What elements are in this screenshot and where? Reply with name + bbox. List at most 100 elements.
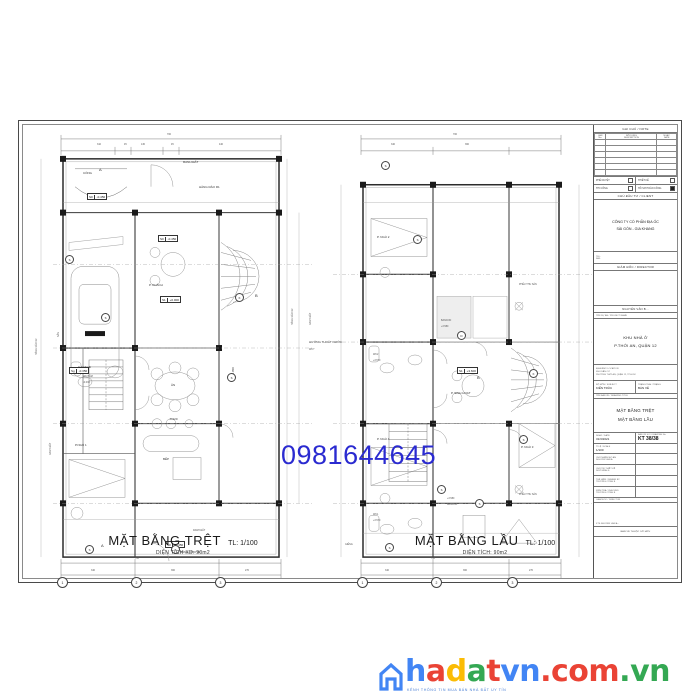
plan-title-ground-label: MẶT BẰNG TRỆT bbox=[108, 533, 222, 548]
detail-bubble-k-upper: K bbox=[529, 369, 538, 378]
detail-bubble: S bbox=[475, 499, 484, 508]
client-header: CHỦ ĐẦU TƯ / CLIENT bbox=[594, 193, 677, 200]
stage-block: TRẠNG THÁI / TRẠNG BẢN VẼ bbox=[636, 381, 677, 393]
watermark-phone: 0981644645 bbox=[281, 440, 437, 470]
designer-block: CHỦ TRÌ THIẾT KẾ NGÔ MINH Đ bbox=[594, 465, 636, 475]
dim-bottom-overall: 700 bbox=[431, 557, 435, 560]
level-marker-upper: S1 +3.600 bbox=[457, 367, 478, 374]
section-mark-b: B bbox=[255, 293, 258, 298]
label-phong-khach: P. KHÁCH bbox=[149, 283, 163, 287]
grid-bubble-3: 3 bbox=[215, 577, 226, 588]
plan-area-ground: DIỆN TÍCH XD: 90m2 bbox=[156, 550, 210, 556]
scale-value: 1/100 bbox=[596, 447, 604, 452]
logo-letters-vn: vn bbox=[500, 654, 541, 689]
level-marker-sideyard: -0.020 bbox=[169, 417, 178, 421]
signature-caption: NGUYỄN VĂN B... bbox=[594, 306, 677, 313]
scale-blank bbox=[636, 444, 677, 453]
checkbox-label: HỒ SƠ HOÀN CÔNG bbox=[638, 187, 662, 190]
ground-floor-drawing bbox=[40, 134, 313, 578]
scale-header: TỈ LỆ / SCALE bbox=[596, 445, 611, 448]
level-tag: S0 bbox=[167, 542, 174, 547]
level-marker-gate: S0 -0.450 bbox=[87, 193, 108, 200]
label-hang-rao-r1: HÀNG RÀO R1 bbox=[199, 185, 220, 189]
plan-ground-floor: 310 45 130 45 440 700 CỔNG RANH ĐẤT HÀNG… bbox=[23, 125, 323, 578]
level-value: -0.450 bbox=[167, 236, 177, 241]
checkbox-box[interactable] bbox=[628, 186, 633, 191]
plan-title-upper-label: MẶT BẰNG LẦU bbox=[414, 533, 519, 548]
checked-sign bbox=[636, 487, 677, 497]
level-value: -0.350 bbox=[78, 368, 88, 373]
checkbox-box[interactable] bbox=[670, 186, 675, 191]
label-wc2: WC2 bbox=[373, 353, 379, 356]
level-value: +3.600 bbox=[466, 368, 476, 373]
level-tag: S0 bbox=[160, 236, 167, 241]
location-block: ĐỊA ĐIỂM / LOCATION KHU DÂN CƯ PHƯỜNG TH… bbox=[594, 365, 677, 381]
checkbox-box[interactable] bbox=[670, 178, 675, 183]
level-tag: S0 bbox=[89, 194, 96, 199]
logo-wordmark: hadatvn.com.vn KÊNH THÔNG TIN MUA BÁN NH… bbox=[405, 654, 670, 693]
detail-bubble: S bbox=[385, 543, 394, 552]
label-hang-rao-r2-right: HÀNG RÀO R2 bbox=[291, 308, 294, 325]
checkbox-hoan-cong[interactable]: HỒ SƠ HOÀN CÔNG bbox=[636, 185, 677, 192]
label-bancon-top-level: +3.580 bbox=[441, 325, 449, 328]
stage-value: BẢN VẼ bbox=[638, 386, 650, 390]
level-tag: S1 bbox=[459, 368, 466, 373]
dim-bottom: 270 bbox=[245, 569, 249, 572]
sheet-inner-border: 310 45 130 45 440 700 CỔNG RANH ĐẤT HÀNG… bbox=[22, 124, 678, 588]
site-logo[interactable]: hadatvn.com.vn KÊNH THÔNG TIN MUA BÁN NH… bbox=[378, 657, 670, 692]
section-mark-a-bottom: A bbox=[101, 543, 104, 548]
code-block: BẢN VẼ SỐ / DRAWING No. KT 38/38 bbox=[636, 433, 677, 443]
checked-label: TRƯƠNG CÔNG B bbox=[596, 492, 616, 494]
label-gieng: GIẾNG bbox=[345, 543, 353, 546]
drawn-header: THỂ HIỆN / DRAWN BY bbox=[596, 479, 620, 481]
checkbox-thiet-ke[interactable]: THIẾT KẾ bbox=[636, 177, 677, 184]
detail-bubble: S bbox=[519, 435, 528, 444]
approved-sign bbox=[636, 454, 677, 464]
label-wc2-level: +3.570 bbox=[373, 359, 381, 362]
label-hang-rao-r2-left: HÀNG RÀO R2 bbox=[35, 338, 38, 355]
date-header: NGÀY / DATE bbox=[596, 435, 610, 437]
level-tag: S1 bbox=[162, 297, 169, 302]
label-ranh-dat: RANH ĐẤT bbox=[183, 160, 199, 164]
plan-upper-floor: 340 360 700 P. NGỦ 2 P. NGỦ 3 P. NGỦ 4 P… bbox=[323, 125, 603, 578]
dim-bottom: 360 bbox=[171, 569, 175, 572]
dim-label: 45 bbox=[124, 143, 127, 146]
subject-header: BỘ MÔN / SUBJECT bbox=[596, 384, 617, 386]
dim-overall: 700 bbox=[167, 133, 171, 136]
date-value: 31/3/2021 bbox=[596, 437, 610, 441]
dim-label: 340 bbox=[391, 143, 395, 146]
upper-floor-drawing bbox=[333, 134, 593, 578]
signer-sign-area: KTS.NGUYỄN VĂN A... bbox=[594, 503, 677, 527]
client-tel: TEL: bbox=[596, 255, 601, 258]
dim-bottom: 270 bbox=[529, 569, 533, 572]
checkbox-thi-cong[interactable]: THI CÔNG bbox=[594, 185, 636, 192]
stage-header: TRẠNG THÁI / TRẠNG bbox=[638, 384, 661, 386]
section-mark-b-upper: B bbox=[477, 375, 480, 380]
grid-bubble-1-upper: 1 bbox=[357, 577, 368, 588]
checkbox-phe-duyet[interactable]: PHÊ DUYỆT bbox=[594, 177, 636, 184]
project-block: KHU NHÀ Ở P.THỚI AN, QUẬN 12 bbox=[594, 319, 677, 365]
logo-tld-vn: .vn bbox=[619, 654, 670, 689]
plan-scale-ground: TL: 1/100 bbox=[228, 540, 258, 547]
plan-title-ground: MẶT BẰNG TRỆT TL: 1/100 DIỆN TÍCH XD: 90m… bbox=[73, 533, 293, 556]
designer-sign bbox=[636, 465, 677, 475]
plan-title-ground-text: MẶT BẰNG TRỆT TL: 1/100 bbox=[73, 533, 293, 548]
signature-area bbox=[594, 271, 677, 306]
section-mark-a-top: A bbox=[99, 167, 102, 172]
checkbox-label: PHÊ DUYỆT bbox=[596, 179, 610, 182]
level-marker-living: S1 +0.000 bbox=[160, 296, 181, 303]
level-value: +0.000 bbox=[169, 297, 179, 302]
project-header-text: TÊN DỰ ÁN / PROJECT NAME bbox=[596, 314, 627, 317]
label-wc1: WC1 bbox=[373, 513, 379, 516]
label-pheu-thu-san-top: PHỄU THU SÀN bbox=[519, 283, 537, 286]
dim-bottom: 340 bbox=[385, 569, 389, 572]
detail-bubble: S bbox=[437, 485, 446, 494]
drawn-label: TRƯƠNG CÔNG B bbox=[596, 481, 616, 483]
checkbox-box[interactable] bbox=[628, 178, 633, 183]
house-outline-logo-icon bbox=[378, 662, 404, 692]
dim-bottom: 360 bbox=[463, 569, 467, 572]
code-header: BẢN VẼ SỐ / DRAWING No. bbox=[638, 434, 667, 436]
